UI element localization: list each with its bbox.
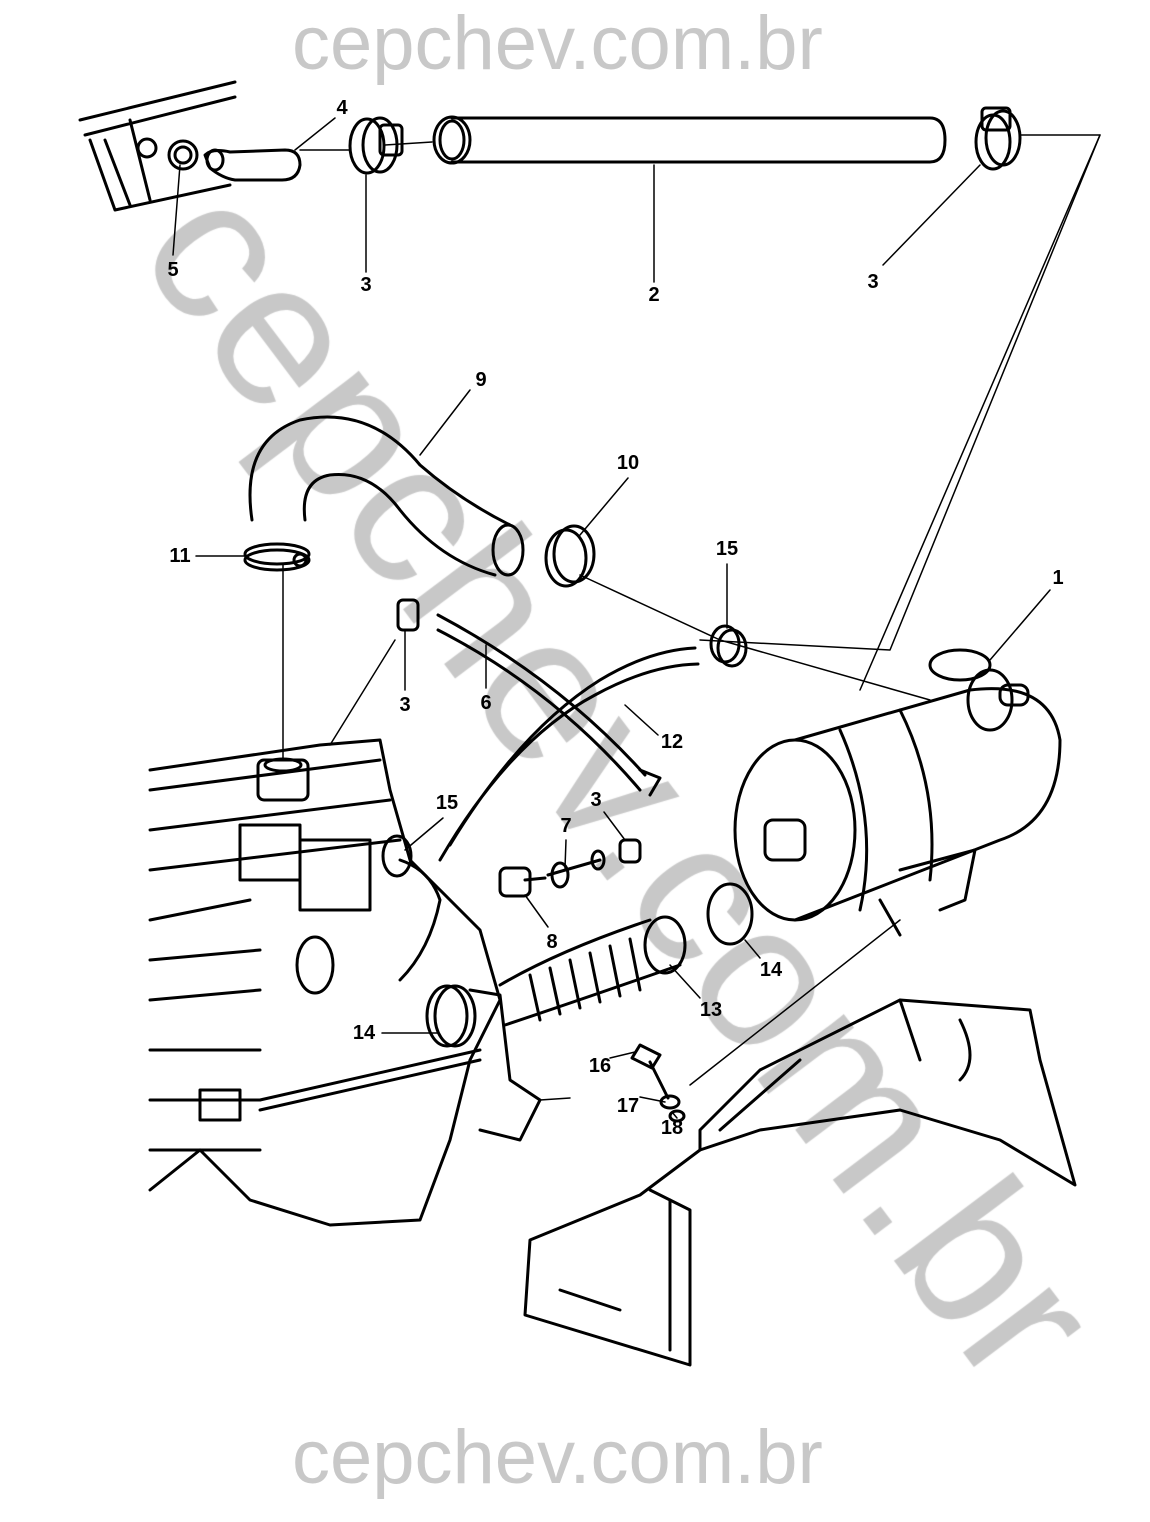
clamp-3-left bbox=[348, 116, 404, 175]
callout-1: 1 bbox=[1052, 567, 1064, 589]
callout-9: 9 bbox=[475, 369, 487, 391]
engine-block bbox=[148, 738, 542, 1227]
callout-12: 12 bbox=[660, 731, 684, 753]
callout-8: 8 bbox=[546, 931, 558, 953]
watermark-bottom: cepchev.com.br bbox=[292, 1415, 823, 1500]
callout-16: 16 bbox=[588, 1055, 612, 1077]
callout-15: 15 bbox=[435, 792, 459, 814]
leader-lines bbox=[172, 117, 1101, 1119]
callout-14: 14 bbox=[759, 959, 783, 981]
callout-2: 2 bbox=[648, 284, 660, 306]
callout-4: 4 bbox=[336, 97, 348, 119]
callout-14: 14 bbox=[352, 1022, 376, 1044]
callout-10: 10 bbox=[616, 452, 640, 474]
callout-3: 3 bbox=[399, 694, 411, 716]
clamp-10 bbox=[544, 524, 596, 588]
bellows-hose-13 bbox=[498, 915, 687, 1027]
sensor-7-8 bbox=[498, 838, 642, 898]
callout-15: 15 bbox=[715, 538, 739, 560]
callout-17: 17 bbox=[616, 1095, 640, 1117]
bolt-16-washers bbox=[630, 1043, 686, 1123]
callout-11: 11 bbox=[169, 545, 191, 567]
callout-13: 13 bbox=[699, 999, 723, 1021]
hose-4 bbox=[203, 148, 302, 182]
clamp-3-upper bbox=[396, 598, 420, 632]
hose-9 bbox=[248, 415, 525, 577]
callout-3: 3 bbox=[590, 789, 602, 811]
callout-7: 7 bbox=[560, 815, 572, 837]
clamp-3-right bbox=[974, 106, 1022, 171]
tube-2 bbox=[432, 115, 947, 165]
clamp-14-right bbox=[706, 882, 754, 946]
callout-3: 3 bbox=[867, 271, 879, 293]
air-filter-1 bbox=[733, 648, 1062, 937]
hose-6 bbox=[436, 613, 700, 862]
callout-6: 6 bbox=[480, 692, 492, 714]
callout-18: 18 bbox=[660, 1117, 684, 1139]
mounting-bracket bbox=[523, 998, 1077, 1367]
intake-manifold-section bbox=[78, 80, 237, 212]
clamp-15-lower bbox=[381, 834, 413, 878]
clamp-11 bbox=[243, 542, 311, 572]
callout-3: 3 bbox=[360, 274, 372, 296]
watermark-top: cepchev.com.br bbox=[292, 1, 823, 86]
clamp-14-left bbox=[425, 984, 477, 1048]
callout-5: 5 bbox=[167, 259, 179, 281]
